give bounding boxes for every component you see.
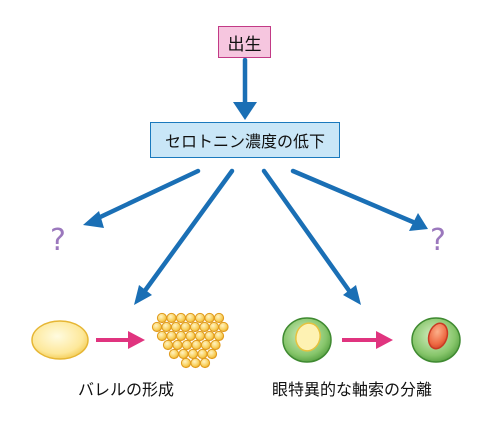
bead	[168, 348, 180, 360]
bead	[191, 339, 202, 351]
bead	[208, 321, 220, 333]
question-mark-right: ?	[430, 223, 446, 258]
bead	[189, 321, 201, 333]
bead	[199, 357, 211, 369]
bead	[172, 339, 183, 351]
bead	[187, 348, 199, 360]
arrowhead-barrel-icon	[134, 285, 152, 305]
bead	[194, 330, 206, 342]
bead	[162, 339, 174, 351]
serotonin-drop-label: セロトニン濃度の低下	[164, 132, 325, 151]
arrow-to-question-left	[93, 168, 201, 222]
bead	[199, 321, 210, 333]
bead	[200, 339, 212, 351]
bead	[181, 339, 193, 351]
axon-cell-before-icon	[282, 317, 332, 363]
question-mark-left: ?	[50, 223, 66, 258]
bead	[151, 321, 163, 333]
barrel-cluster-icon	[151, 312, 229, 369]
bead	[194, 312, 206, 324]
bead	[180, 321, 191, 333]
bead	[161, 321, 172, 333]
axon-cell-after-icon	[411, 317, 461, 363]
bead	[206, 348, 218, 360]
bead	[166, 330, 177, 342]
arrowhead-left-icon	[83, 211, 104, 228]
arrow-to-axon	[261, 168, 353, 295]
birth-label: 出生	[227, 34, 262, 55]
bead	[166, 312, 177, 324]
cell-oval-icon	[31, 320, 89, 360]
bead	[210, 339, 221, 351]
bead	[170, 321, 182, 333]
bead	[180, 357, 192, 369]
barrel-formation-caption: バレルの形成	[78, 380, 175, 399]
bead	[156, 330, 168, 342]
arrowhead-right-icon	[409, 213, 428, 231]
axon-segregation-caption: 眼特異的な軸索の分離	[272, 380, 433, 399]
bead	[185, 330, 196, 342]
arrowhead-down-icon	[233, 102, 257, 120]
bead	[204, 330, 215, 342]
bead	[213, 312, 225, 324]
arrow-to-barrel	[141, 168, 235, 295]
bead	[185, 312, 196, 324]
serotonin-drop-node: セロトニン濃度の低下	[150, 122, 340, 158]
bead	[197, 348, 208, 360]
bead	[218, 321, 229, 333]
bead	[213, 330, 225, 342]
bead	[190, 357, 201, 369]
bead	[204, 312, 215, 324]
bead	[175, 312, 187, 324]
bead	[178, 348, 189, 360]
bead	[175, 330, 187, 342]
arrow-to-question-right	[290, 168, 416, 225]
pink-arrow-barrel	[96, 331, 145, 349]
arrowhead-axon-icon	[343, 285, 361, 305]
bead	[156, 312, 168, 324]
pink-arrow-axon	[342, 331, 393, 349]
birth-node: 出生	[218, 26, 271, 58]
